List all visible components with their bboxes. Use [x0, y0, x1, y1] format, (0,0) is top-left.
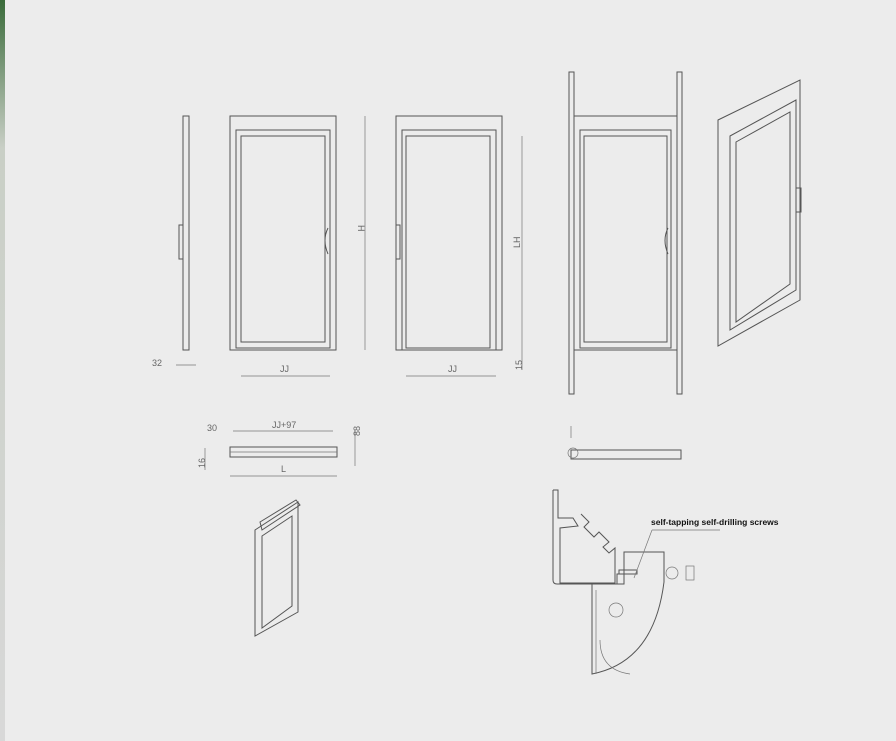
installed-view [568, 71, 683, 395]
dim-plan-thickness: 16 [197, 458, 207, 468]
dim-height: H [356, 225, 366, 232]
screws-annotation: self-tapping self-drilling screws [651, 517, 779, 527]
corner-detail: self-tapping self-drilling screws [552, 489, 779, 675]
dim-plan-length: L [281, 464, 286, 474]
dim-lh: LH [512, 236, 522, 248]
side-view: 32 [152, 115, 196, 368]
plan-installed-view [567, 426, 682, 460]
open-door-view [254, 499, 301, 637]
dim-front-width: JJ [280, 364, 289, 374]
dim-plan-span: JJ+97 [272, 420, 296, 430]
plan-view: 30 JJ+97 88 16 L [197, 420, 362, 477]
dim-bottom-gap: 15 [514, 360, 524, 370]
window-edge [0, 0, 5, 741]
perspective-view [717, 79, 802, 347]
dim-side-thickness: 32 [152, 358, 162, 368]
front-view: H JJ [229, 115, 366, 377]
dim-plan-offset: 30 [207, 423, 217, 433]
dim-plan-depth: 88 [352, 426, 362, 436]
back-view: LH JJ 15 [395, 115, 524, 377]
dim-back-width: JJ [448, 364, 457, 374]
